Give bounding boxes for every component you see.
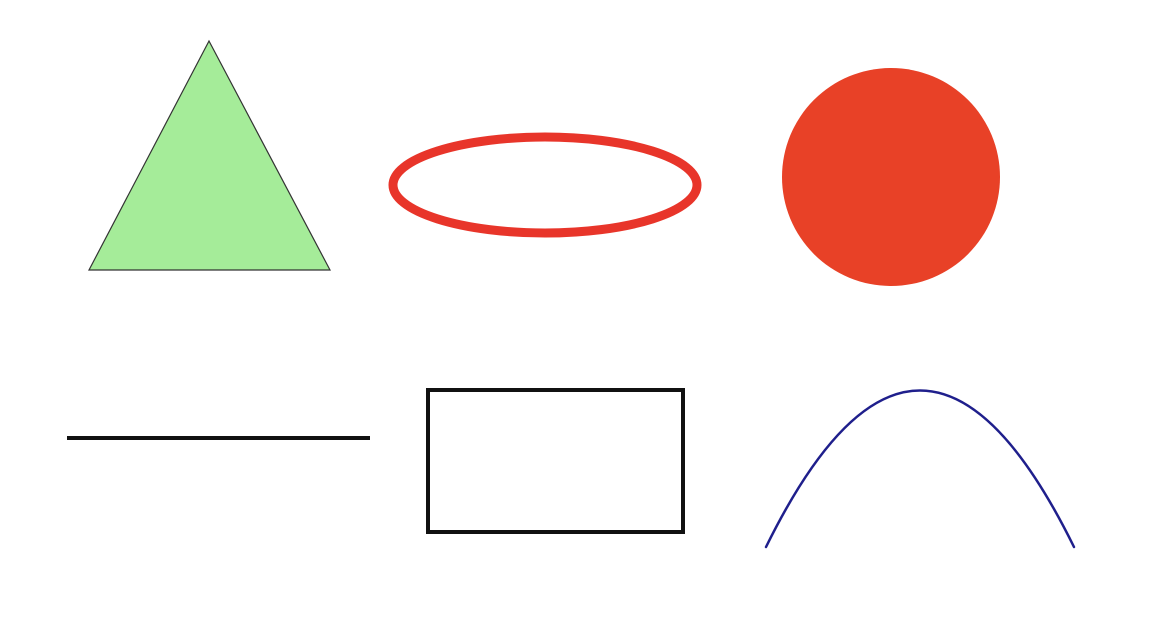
red-filled-circle xyxy=(782,68,1000,286)
blue-arch-curve xyxy=(764,389,1076,549)
green-triangle xyxy=(88,39,331,271)
black-rectangle-outline xyxy=(426,388,685,534)
red-ellipse-outline xyxy=(388,132,702,238)
